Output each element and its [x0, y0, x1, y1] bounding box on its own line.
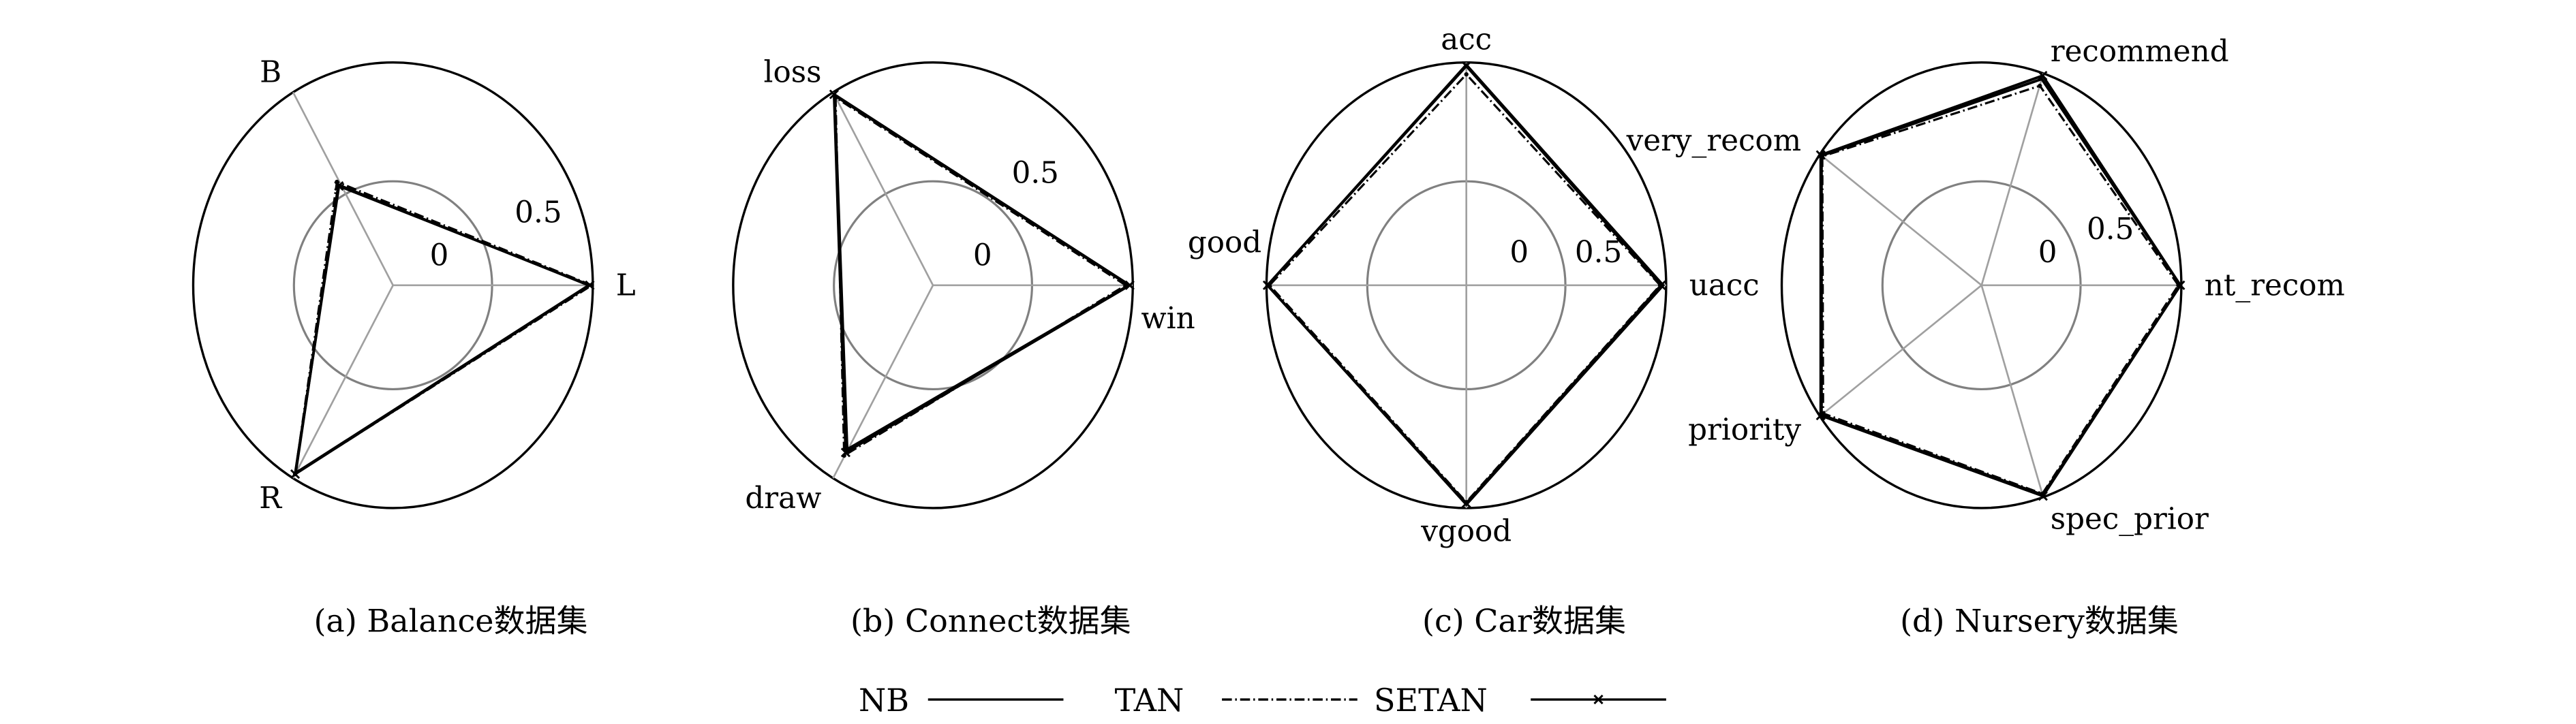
legend: NB TAN SETAN — [859, 682, 1666, 719]
axis-line — [1980, 73, 2044, 286]
axis-label: vgood — [1420, 514, 1512, 548]
axis-label: L — [616, 268, 636, 302]
tick-label: 0.5 — [2087, 213, 2134, 247]
axis-label: draw — [745, 482, 821, 516]
setan-x-marker — [840, 447, 851, 458]
axis-label: spec_prior — [2051, 503, 2209, 537]
axis-line — [1819, 153, 1982, 286]
tan-point — [1464, 72, 1469, 77]
series-tan-polygon — [1268, 72, 1662, 504]
tan-point — [2038, 83, 2042, 89]
setan-x-marker — [1815, 410, 1826, 421]
axis-label: nt_recom — [2205, 268, 2345, 302]
setan-x-marker — [829, 89, 840, 99]
axis-label: R — [259, 482, 282, 516]
setan-x-marker — [290, 469, 301, 479]
chart-caption: (a) Balance数据集 — [313, 603, 587, 640]
legend-x-marker — [1593, 694, 1604, 705]
radar-chart-4: nt_recom recommend very_recom priority spec_… — [1626, 35, 2345, 640]
setan-x-marker — [334, 180, 344, 191]
setan-x-marker — [1656, 280, 1666, 290]
axis-line — [832, 285, 934, 479]
legend-label-tan: TAN — [1115, 682, 1184, 719]
chart-caption: (b) Connect数据集 — [850, 603, 1131, 640]
radar-chart-1: L B R 0 0.5 (a) Balance数据集 — [191, 56, 636, 640]
legend-label-setan: SETAN — [1374, 682, 1488, 719]
chart-caption: (d) Nursery数据集 — [1900, 603, 2179, 640]
axis-label: very_recom — [1626, 124, 1801, 158]
tick-label: 0 — [2038, 236, 2057, 270]
axis-label: acc — [1441, 22, 1492, 57]
legend-label-nb: NB — [859, 682, 909, 719]
axis-label: recommend — [2051, 35, 2229, 69]
setan-x-marker — [1262, 280, 1273, 290]
axis-label: B — [260, 56, 281, 90]
chart-caption: (c) Car数据集 — [1422, 603, 1626, 640]
setan-x-marker — [2175, 280, 2186, 290]
radar-chart-2: win loss draw 0 0.5 (b) Connect数据集 — [732, 56, 1195, 640]
tick-label: 0.5 — [1575, 236, 1622, 270]
setan-x-marker — [2038, 491, 2048, 501]
axis-label: loss — [764, 56, 822, 90]
setan-x-marker — [1461, 498, 1471, 509]
axis-label: win — [1141, 302, 1195, 336]
setan-x-marker — [2038, 70, 2048, 81]
tick-label: 0.5 — [1012, 157, 1059, 191]
setan-x-marker — [1124, 280, 1135, 290]
setan-x-marker — [1461, 61, 1471, 72]
tick-label: 0 — [973, 239, 992, 273]
radar-chart-3: uacc acc good vgood 0 0.5 (c) Car数据集 — [1188, 22, 1760, 639]
axis-label: priority — [1688, 413, 1801, 447]
series-setan-polygon — [832, 91, 1133, 455]
axis-label: good — [1188, 225, 1261, 259]
axis-line — [1980, 285, 2044, 498]
tick-label: 0.5 — [515, 196, 562, 230]
setan-x-marker — [1815, 150, 1826, 160]
axis-line — [1819, 284, 1982, 418]
tick-label: 0 — [1509, 236, 1529, 270]
axis-line — [292, 285, 394, 479]
series-tan-polygon — [1821, 84, 2180, 495]
series-tan-polygon — [834, 95, 1128, 458]
series-setan-polygon — [293, 184, 593, 477]
series-setan-polygon — [1819, 74, 2182, 498]
tick-label: 0 — [430, 239, 449, 273]
axis-label: uacc — [1689, 268, 1760, 302]
axis-line — [832, 91, 934, 286]
setan-x-marker — [585, 280, 595, 290]
